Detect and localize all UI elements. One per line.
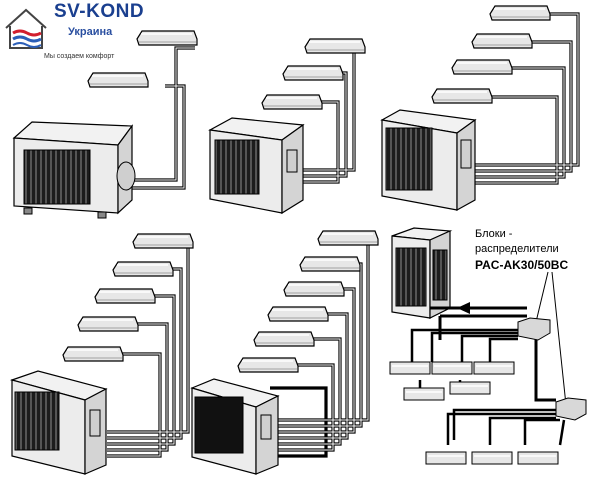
distributor-label-line1: Блоки - <box>475 228 513 240</box>
indoor-unit <box>473 361 515 375</box>
indoor-unit <box>471 451 513 465</box>
logo-country: Украина <box>68 26 113 38</box>
indoor-unit <box>237 357 299 373</box>
outdoor-unit-tall <box>391 227 453 319</box>
outdoor-unit <box>208 117 305 215</box>
pipes-inner <box>132 47 195 189</box>
indoor-unit <box>94 288 156 304</box>
system-5-indoor <box>9 233 194 475</box>
indoor-unit <box>431 88 493 104</box>
outdoor-unit <box>9 370 108 475</box>
outdoor-unit <box>190 378 280 475</box>
indoor-unit <box>517 451 559 465</box>
logo-brand: SV-KOND <box>54 1 145 22</box>
system-4-indoor <box>380 5 580 212</box>
indoor-unit <box>136 30 198 46</box>
indoor-unit <box>449 381 491 395</box>
indoor-unit <box>253 331 315 347</box>
indoor-unit <box>471 33 533 49</box>
indoor-unit <box>431 361 473 375</box>
indoor-unit <box>317 230 379 246</box>
distributor-label-line2: распределители <box>475 243 559 255</box>
indoor-unit <box>282 65 344 81</box>
indoor-unit <box>389 361 431 375</box>
system-with-distributors <box>389 227 587 465</box>
indoor-unit <box>403 387 445 401</box>
outdoor-unit <box>380 109 477 212</box>
logo-house-icon <box>5 8 47 49</box>
system-2-indoor <box>12 30 198 219</box>
indoor-unit <box>304 38 366 54</box>
distributor-box <box>517 317 551 341</box>
distributor-model: PAC-AK30/50BC <box>475 258 569 272</box>
indoor-unit <box>451 59 513 75</box>
indoor-unit <box>132 233 194 249</box>
indoor-unit <box>267 306 329 322</box>
indoor-unit <box>87 72 149 88</box>
indoor-unit <box>425 451 467 465</box>
system-7-indoor <box>190 230 379 475</box>
indoor-unit <box>299 256 361 272</box>
indoor-unit <box>283 281 345 297</box>
indoor-unit <box>62 346 124 362</box>
logo-slogan: Мы создаем комфорт <box>44 53 115 60</box>
system-3-indoor <box>208 38 366 215</box>
pipes <box>132 46 195 190</box>
indoor-unit <box>261 94 323 110</box>
distributor-box <box>555 397 587 421</box>
indoor-unit <box>489 5 551 21</box>
outdoor-unit <box>12 121 136 219</box>
indoor-unit <box>112 261 174 277</box>
indoor-unit <box>77 316 139 332</box>
